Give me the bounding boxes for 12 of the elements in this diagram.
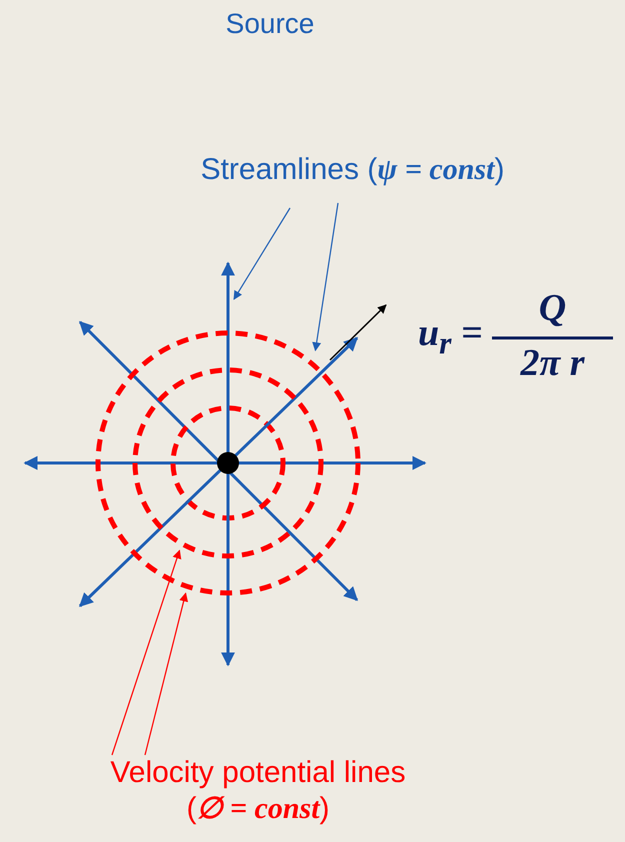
leader-line: [312, 202, 339, 352]
callout-text: Velocity potential lines (∅ = const): [93, 755, 423, 827]
leader-line: [144, 592, 188, 756]
formula-text: u$_{r}$ =: [418, 312, 483, 363]
formula-text: 2π r: [519, 342, 586, 384]
potential-line-circle: [132, 368, 324, 558]
streamline: [221, 262, 235, 666]
title: Source: [224, 7, 316, 41]
leader-line: [111, 550, 182, 756]
leader-line: [233, 208, 291, 300]
callout-text: Streamlines (ψ = const): [130, 152, 575, 188]
formula-text: Q: [538, 287, 568, 329]
